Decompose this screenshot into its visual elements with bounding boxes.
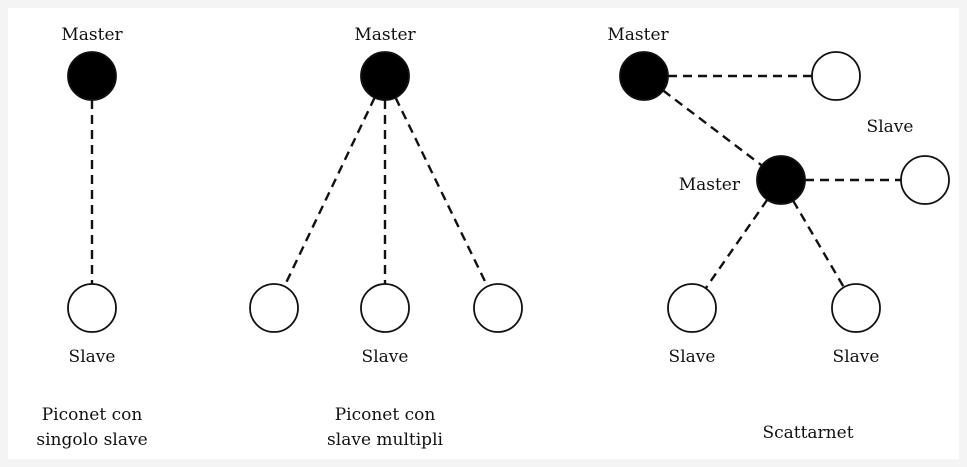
master-node-0-0 bbox=[67, 51, 117, 101]
master-label-0-0: Master bbox=[61, 25, 123, 45]
slave-node-2-3 bbox=[900, 155, 950, 205]
slave-node-1-2 bbox=[360, 283, 410, 333]
diagram-caption-0-0: Piconet con bbox=[42, 405, 143, 425]
master-node-2-0 bbox=[619, 51, 669, 101]
master-node-2-2 bbox=[756, 155, 806, 205]
diagram-caption-1-1: slave multipli bbox=[327, 430, 443, 450]
diagram-caption-2-0: Scattarnet bbox=[762, 423, 853, 443]
master-label-1-0: Master bbox=[354, 25, 416, 45]
figure-panel bbox=[8, 8, 959, 459]
link-edge-2-1 bbox=[662, 89, 763, 167]
diagram-caption-0-1: singolo slave bbox=[36, 430, 147, 450]
diagram-caption-1-0: Piconet con bbox=[335, 405, 436, 425]
slave-label-2-3: Slave bbox=[867, 117, 914, 137]
master-label-2-0: Master bbox=[607, 25, 669, 45]
slave-node-2-4 bbox=[667, 283, 717, 333]
edges-layer bbox=[90, 74, 901, 289]
link-edge-1-0 bbox=[283, 97, 376, 287]
link-edge-2-4 bbox=[792, 200, 845, 288]
slave-node-1-3 bbox=[473, 283, 523, 333]
slave-label-2-4: Slave bbox=[669, 347, 716, 367]
slave-node-0-1 bbox=[67, 283, 117, 333]
slave-node-2-1 bbox=[811, 51, 861, 101]
slave-node-1-1 bbox=[249, 283, 299, 333]
slave-label-2-5: Slave bbox=[833, 347, 880, 367]
master-node-1-0 bbox=[360, 51, 410, 101]
master-label-2-2: Master bbox=[679, 175, 741, 195]
nodes-layer bbox=[67, 51, 950, 333]
slave-label-0-1: Slave bbox=[69, 347, 116, 367]
link-edge-2-3 bbox=[704, 199, 769, 289]
link-edge-1-2 bbox=[394, 97, 489, 287]
slave-node-2-5 bbox=[831, 283, 881, 333]
slave-label-1-2: Slave bbox=[362, 347, 409, 367]
